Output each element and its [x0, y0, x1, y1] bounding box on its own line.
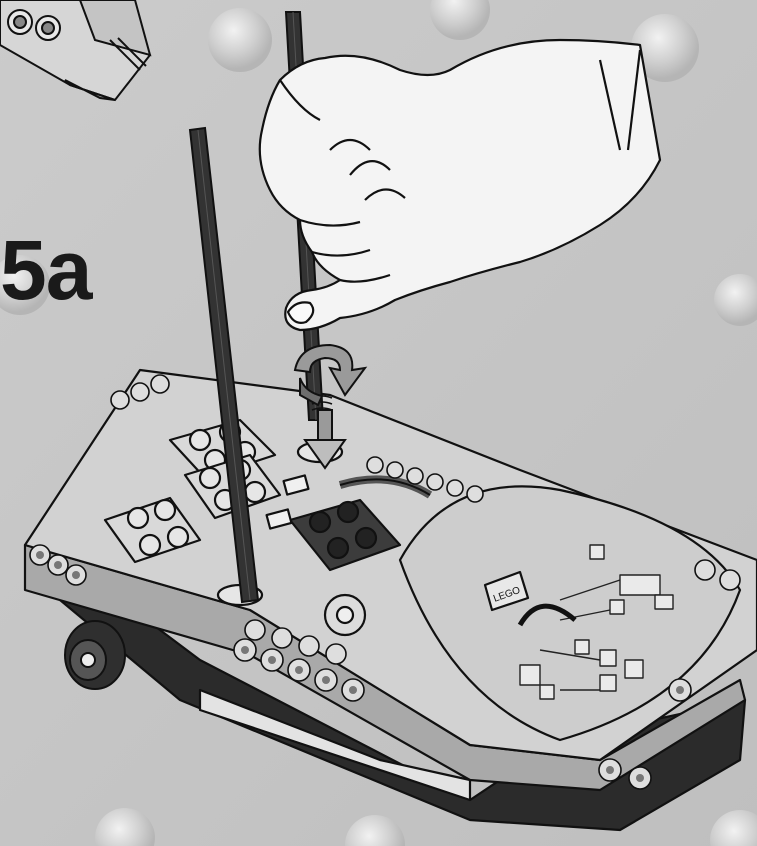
side-wheel	[65, 621, 125, 689]
bg-bump	[208, 8, 272, 72]
step-number: 5a	[0, 228, 91, 312]
